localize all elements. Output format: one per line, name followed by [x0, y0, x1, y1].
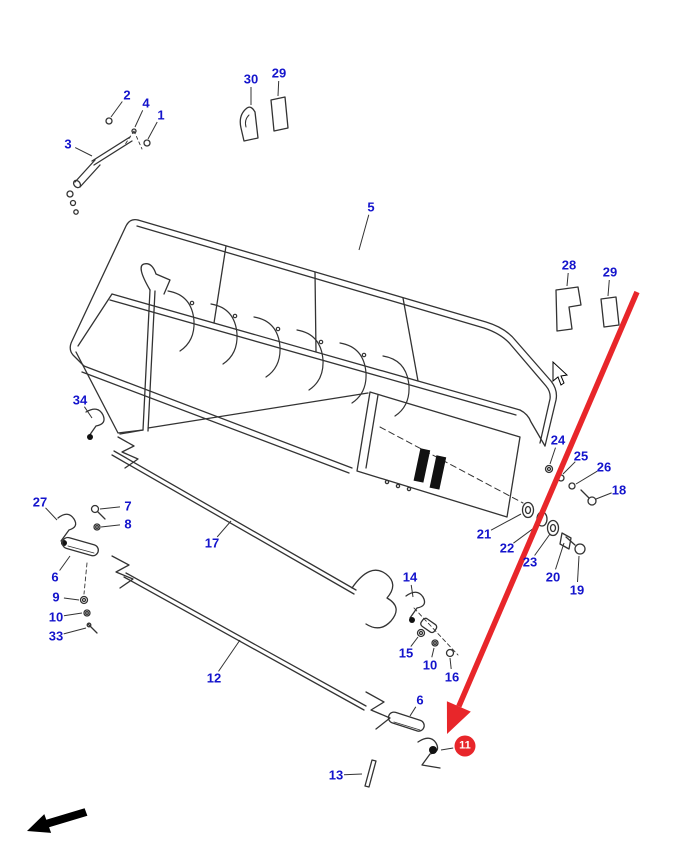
part-label-11-34[interactable]: 11 — [454, 735, 476, 757]
part-label-6-32[interactable]: 6 — [416, 692, 424, 708]
part-label-17-26[interactable]: 17 — [204, 535, 220, 551]
leader-line-21 — [490, 513, 522, 531]
part-drawing-hardware-left — [57, 504, 106, 634]
leader-line-29 — [607, 279, 610, 297]
leader-line-17 — [216, 520, 232, 538]
leader-line-4 — [134, 110, 144, 128]
part-drawing-bracket-30 — [239, 106, 259, 142]
part-label-20-17[interactable]: 20 — [545, 569, 561, 585]
exploded-view-drawing — [57, 96, 620, 788]
leader-line-18 — [595, 492, 612, 500]
part-label-3-3[interactable]: 3 — [64, 136, 72, 152]
part-label-34-9[interactable]: 34 — [72, 392, 88, 408]
part-label-12-31[interactable]: 12 — [206, 670, 222, 686]
leader-line-7 — [99, 506, 121, 510]
leader-line-6 — [409, 706, 417, 717]
part-label-21-14[interactable]: 21 — [476, 526, 492, 542]
part-drawing-pin-13 — [364, 759, 377, 788]
leader-line-9 — [63, 597, 80, 601]
leader-line-13 — [343, 773, 363, 776]
part-drawing-clip-34 — [85, 408, 105, 440]
leader-line-11 — [440, 747, 454, 751]
part-label-22-15[interactable]: 22 — [499, 540, 515, 556]
leader-line-2 — [110, 101, 123, 118]
part-drawing-frame-5 — [69, 218, 558, 518]
part-label-18-13[interactable]: 18 — [611, 482, 627, 498]
part-drawing-plate-29-top — [270, 96, 289, 132]
leader-line-10 — [431, 647, 435, 658]
leader-line-1 — [147, 121, 158, 140]
part-label-2-0[interactable]: 2 — [123, 87, 131, 103]
part-label-19-18[interactable]: 19 — [569, 582, 585, 598]
leader-line-28 — [566, 272, 569, 287]
leader-line-5 — [358, 214, 370, 251]
leader-line-6 — [59, 555, 71, 571]
leader-line-24 — [549, 447, 556, 465]
leader-line-23 — [534, 533, 551, 556]
leader-line-20 — [555, 542, 565, 570]
part-label-10-24[interactable]: 10 — [48, 609, 64, 625]
red-annotation-arrow — [446, 290, 640, 734]
part-label-1-2[interactable]: 1 — [157, 107, 165, 123]
leader-line-12 — [218, 639, 241, 672]
leader-line-14 — [410, 584, 414, 598]
leader-line-10 — [63, 612, 83, 617]
leader-lines — [45, 80, 612, 776]
mouse-cursor-icon — [552, 360, 569, 386]
part-label-8-21[interactable]: 8 — [124, 516, 132, 532]
part-label-14-27[interactable]: 14 — [402, 569, 418, 585]
red-arrow-shaft — [456, 290, 640, 708]
red-arrow-head — [446, 701, 471, 734]
part-label-27-19[interactable]: 27 — [32, 494, 48, 510]
leader-line-8 — [100, 524, 121, 528]
part-label-24-10[interactable]: 24 — [550, 432, 566, 448]
leader-line-34 — [83, 406, 93, 419]
part-label-6-22[interactable]: 6 — [51, 569, 59, 585]
part-drawing-bracket-28 — [555, 286, 582, 332]
part-drawing-clip-11 — [417, 737, 441, 769]
part-label-9-23[interactable]: 9 — [52, 589, 60, 605]
part-drawing-strut-3 — [66, 117, 151, 215]
leader-line-29 — [277, 80, 280, 97]
leader-line-33 — [63, 627, 87, 635]
tine-arcs — [167, 290, 410, 417]
part-label-10-29[interactable]: 10 — [422, 657, 438, 673]
leader-line-16 — [449, 657, 452, 670]
part-label-29-8[interactable]: 29 — [602, 264, 618, 280]
leader-line-15 — [410, 636, 419, 647]
part-label-30-4[interactable]: 30 — [243, 71, 259, 87]
leader-line-3 — [74, 147, 93, 157]
part-drawing-rod-12 — [111, 555, 391, 730]
direction-arrow-icon — [27, 808, 88, 833]
leader-line-25 — [562, 461, 576, 475]
part-label-13-33[interactable]: 13 — [328, 767, 344, 783]
part-drawing-plate-29-right — [600, 296, 620, 328]
part-label-26-12[interactable]: 26 — [596, 459, 612, 475]
leader-line-27 — [45, 507, 58, 521]
part-drawing-rod-17 — [111, 436, 397, 629]
leader-line-26 — [575, 470, 598, 485]
part-label-16-30[interactable]: 16 — [444, 669, 460, 685]
part-label-23-16[interactable]: 23 — [522, 554, 538, 570]
part-label-25-11[interactable]: 25 — [573, 448, 589, 464]
part-label-7-20[interactable]: 7 — [124, 498, 132, 514]
part-drawing-hardware-14 — [405, 591, 459, 658]
part-label-15-28[interactable]: 15 — [398, 645, 414, 661]
part-label-33-25[interactable]: 33 — [48, 628, 64, 644]
part-drawing-handle-6-bottom — [387, 711, 425, 732]
part-label-28-7[interactable]: 28 — [561, 257, 577, 273]
leader-line-19 — [577, 555, 580, 583]
part-label-29-5[interactable]: 29 — [271, 65, 287, 81]
part-label-4-1[interactable]: 4 — [142, 95, 150, 111]
part-label-5-6[interactable]: 5 — [367, 199, 375, 215]
